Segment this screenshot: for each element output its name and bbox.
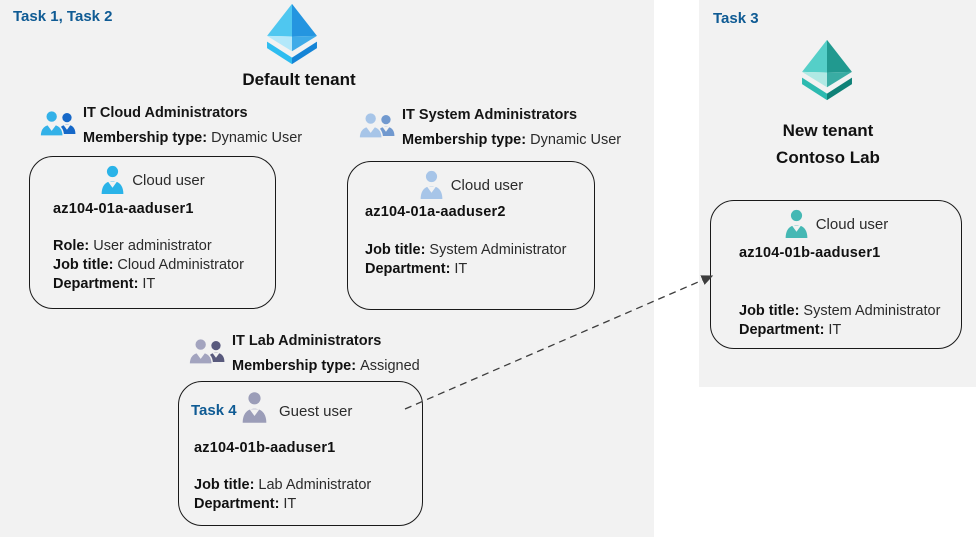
user-fields: Role:User administrator Job title:Cloud … [53, 237, 244, 294]
field-label: Job title: [739, 303, 800, 319]
group-icon [39, 109, 76, 137]
membership-value: Assigned [360, 358, 420, 374]
field-value: Lab Administrator [258, 477, 372, 493]
membership-value: Dynamic User [530, 132, 622, 148]
user-type-label: Cloud user [450, 176, 524, 194]
default-tenant-panel: Task 1, Task 2 Default tenant IT Cloud A… [0, 0, 654, 537]
group-name: IT Lab Administrators [232, 333, 382, 349]
field-label: Department: [194, 496, 280, 512]
user-fields: Job title:System Administrator Departmen… [365, 241, 566, 279]
task-1-2-label: Task 1, Task 2 [13, 8, 113, 25]
group-name: IT System Administrators [402, 107, 578, 123]
cloud-user-icon [785, 209, 808, 238]
field-label: Job title: [365, 242, 426, 258]
guest-user-card-az104-01b-aaduser1: Task 4 Guest user az104-01b-aaduser1 Job… [178, 381, 423, 526]
membership-type: Membership type:Dynamic User [402, 132, 621, 148]
field-label: Job title: [194, 477, 255, 493]
new-tenant-title-line1: New tenant [782, 121, 874, 140]
group-icon [188, 337, 225, 365]
field-value: System Administrator [429, 242, 567, 258]
field-value: Cloud Administrator [117, 257, 244, 273]
azure-ad-tenant-icon [267, 3, 317, 65]
field-value: IT [142, 276, 156, 292]
user-type-label: Cloud user [132, 171, 205, 189]
field-label: Department: [739, 322, 825, 338]
user-type-label: Guest user [279, 403, 353, 420]
card-header: Cloud user [348, 170, 594, 200]
membership-value: Dynamic User [211, 130, 303, 146]
group-it-cloud-administrators: IT Cloud Administrators Membership type:… [39, 105, 359, 155]
field-label: Department: [365, 261, 451, 277]
task-3-label: Task 3 [713, 10, 759, 27]
membership-label: Membership type: [402, 132, 527, 148]
user-card-az104-01a-aaduser2: Cloud user az104-01a-aaduser2 Job title:… [347, 161, 595, 310]
field-value: User administrator [93, 238, 212, 254]
group-icon [358, 111, 395, 139]
card-header: Cloud user [711, 209, 961, 239]
cloud-user-icon [101, 165, 124, 194]
default-tenant-title: Default tenant [242, 70, 356, 89]
card-header: Cloud user [30, 165, 275, 195]
azure-ad-new-tenant-icon [802, 39, 852, 101]
user-name: az104-01b-aaduser1 [194, 440, 336, 456]
membership-type: Membership type:Assigned [232, 358, 420, 374]
user-name: az104-01b-aaduser1 [739, 245, 881, 261]
user-card-az104-01a-aaduser1: Cloud user az104-01a-aaduser1 Role:User … [29, 156, 276, 309]
user-fields: Job title:Lab Administrator Department:I… [194, 476, 371, 514]
field-label: Department: [53, 276, 139, 292]
field-label: Job title: [53, 257, 114, 273]
task-4-label: Task 4 [191, 402, 237, 419]
guest-user-icon [242, 392, 267, 423]
field-value: System Administrator [803, 303, 941, 319]
user-name: az104-01a-aaduser2 [365, 204, 506, 220]
user-card-az104-01b-aaduser1-new-tenant: Cloud user az104-01b-aaduser1 Job title:… [710, 200, 962, 349]
group-it-system-administrators: IT System Administrators Membership type… [358, 107, 648, 157]
user-type-label: Cloud user [815, 215, 889, 233]
group-name: IT Cloud Administrators [83, 105, 248, 121]
membership-label: Membership type: [232, 358, 357, 374]
new-tenant-title-line2: Contoso Lab [776, 148, 880, 167]
field-value: IT [283, 496, 297, 512]
membership-label: Membership type: [83, 130, 208, 146]
cloud-user-icon [420, 170, 443, 199]
field-label: Role: [53, 238, 90, 254]
user-name: az104-01a-aaduser1 [53, 201, 194, 217]
group-it-lab-administrators: IT Lab Administrators Membership type:As… [188, 333, 478, 383]
membership-type: Membership type:Dynamic User [83, 130, 302, 146]
field-value: IT [454, 261, 468, 277]
field-value: IT [828, 322, 842, 338]
user-fields: Job title:System Administrator Departmen… [739, 302, 940, 340]
new-tenant-panel: Task 3 New tenant Contoso Lab Cloud user… [699, 0, 976, 387]
